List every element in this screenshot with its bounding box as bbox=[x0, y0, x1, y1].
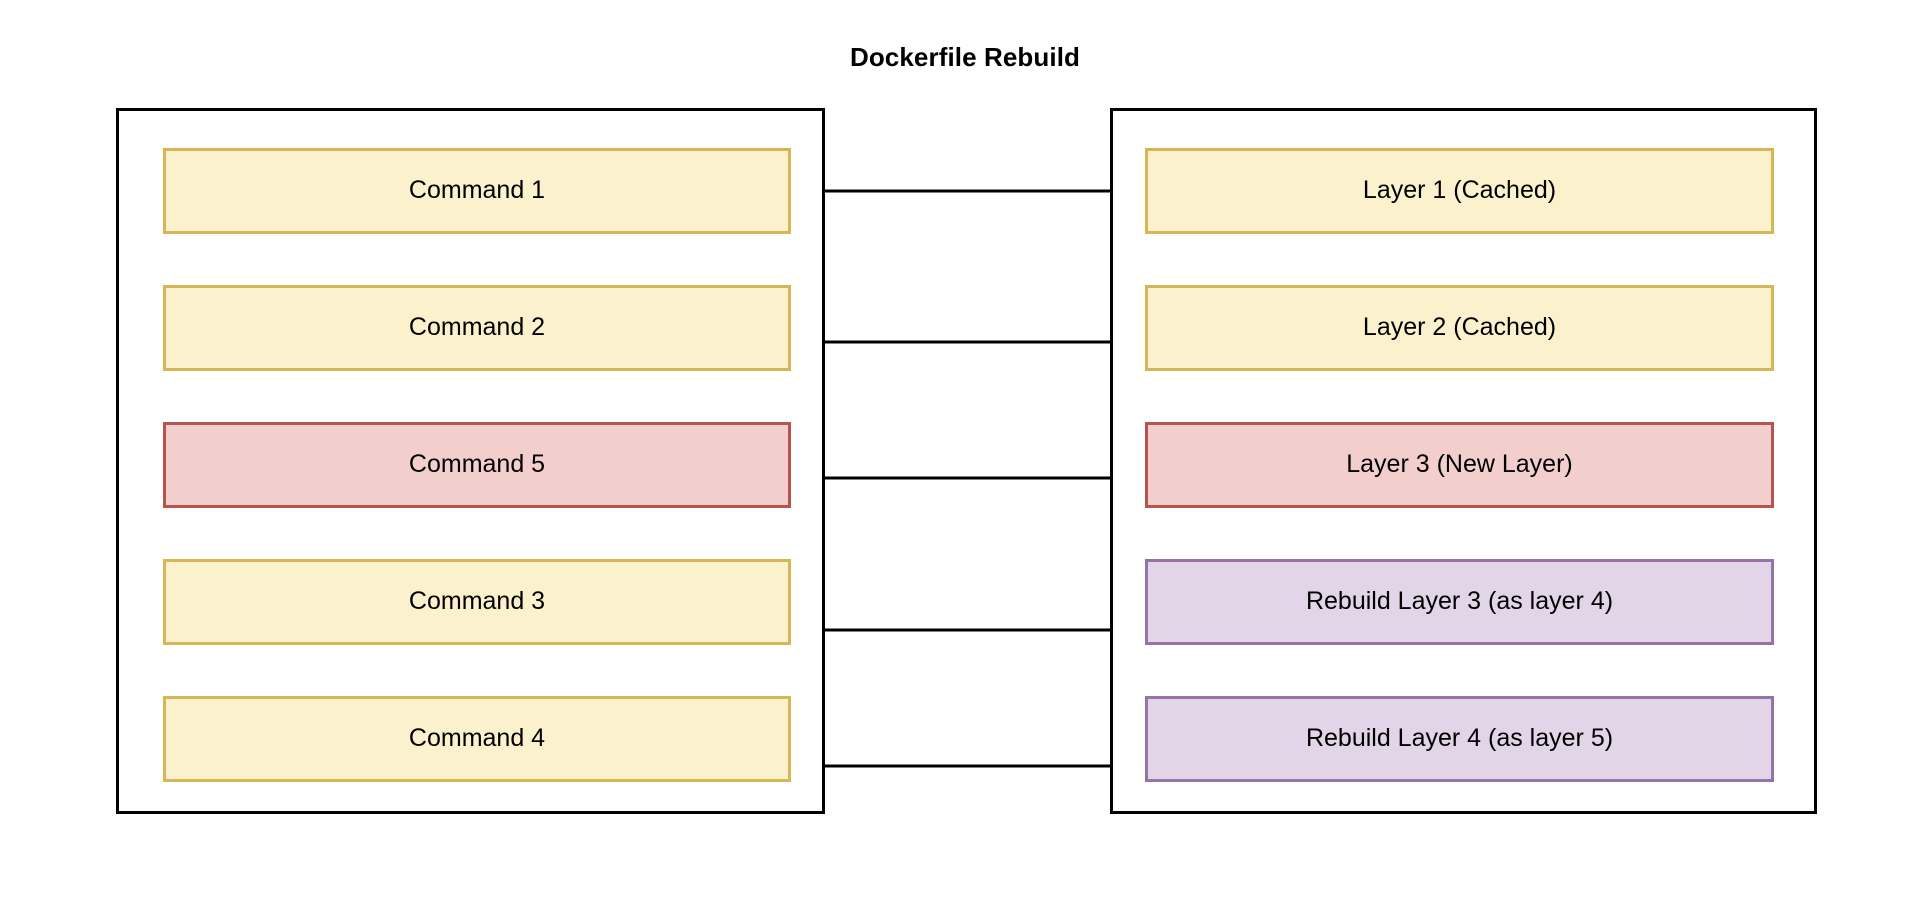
layer-5-label: Rebuild Layer 4 (as layer 5) bbox=[1305, 724, 1614, 753]
command-2-node[interactable]: Command 2 bbox=[163, 285, 791, 371]
command-5-node[interactable]: Command 5 bbox=[163, 422, 791, 508]
layer-3-node[interactable]: Layer 3 (New Layer) bbox=[1145, 422, 1774, 508]
diagram-title: Dockerfile Rebuild bbox=[849, 42, 1081, 72]
command-1-node[interactable]: Command 1 bbox=[163, 148, 791, 234]
command-4-node[interactable]: Command 4 bbox=[163, 696, 791, 782]
layer-4-node[interactable]: Rebuild Layer 3 (as layer 4) bbox=[1145, 559, 1774, 645]
layer-5-node[interactable]: Rebuild Layer 4 (as layer 5) bbox=[1145, 696, 1774, 782]
command-5-label: Command 5 bbox=[408, 450, 546, 479]
layer-2-label: Layer 2 (Cached) bbox=[1362, 313, 1557, 342]
command-3-label: Command 3 bbox=[408, 587, 546, 616]
layer-4-label: Rebuild Layer 3 (as layer 4) bbox=[1305, 587, 1614, 616]
command-3-node[interactable]: Command 3 bbox=[163, 559, 791, 645]
layer-2-node[interactable]: Layer 2 (Cached) bbox=[1145, 285, 1774, 371]
layer-1-node[interactable]: Layer 1 (Cached) bbox=[1145, 148, 1774, 234]
layer-3-label: Layer 3 (New Layer) bbox=[1346, 450, 1573, 479]
command-1-label: Command 1 bbox=[408, 176, 546, 205]
command-4-label: Command 4 bbox=[408, 724, 546, 753]
command-2-label: Command 2 bbox=[408, 313, 546, 342]
layer-1-label: Layer 1 (Cached) bbox=[1362, 176, 1557, 205]
